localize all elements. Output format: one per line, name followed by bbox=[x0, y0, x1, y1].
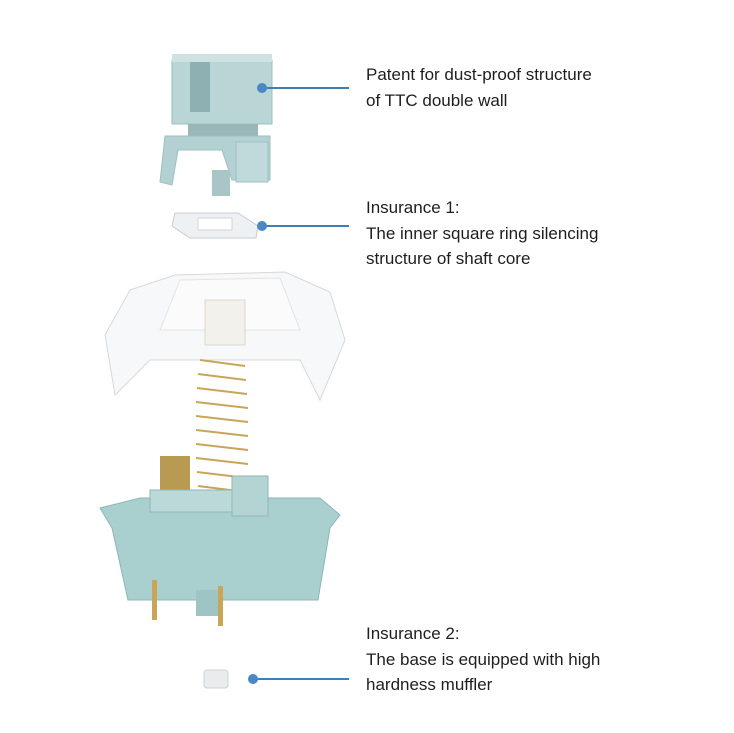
callout-dust-proof: Patent for dust-proof structure of TTC d… bbox=[366, 62, 592, 113]
top-housing bbox=[104, 271, 346, 402]
callout-line: structure of shaft core bbox=[366, 249, 531, 268]
callout-insurance-1: Insurance 1: The inner square ring silen… bbox=[366, 195, 598, 272]
callout-line: Patent for dust-proof structure bbox=[366, 65, 592, 84]
callout-dots bbox=[248, 83, 267, 684]
callout-insurance-2: Insurance 2: The base is equipped with h… bbox=[366, 621, 600, 698]
muffler-pad bbox=[203, 669, 229, 689]
callout-line: The inner square ring silencing bbox=[366, 223, 599, 243]
spring bbox=[195, 359, 249, 493]
leader-lines bbox=[253, 87, 349, 680]
silencing-ring bbox=[171, 212, 259, 239]
bottom-housing bbox=[99, 456, 341, 626]
callout-heading: Insurance 2: bbox=[366, 624, 460, 643]
callout-heading: Insurance 1: bbox=[366, 198, 460, 217]
stem-part bbox=[159, 54, 273, 196]
callout-line: of TTC double wall bbox=[366, 90, 508, 110]
callout-line: hardness muffler bbox=[366, 675, 493, 694]
callout-line: The base is equipped with high bbox=[366, 649, 601, 669]
